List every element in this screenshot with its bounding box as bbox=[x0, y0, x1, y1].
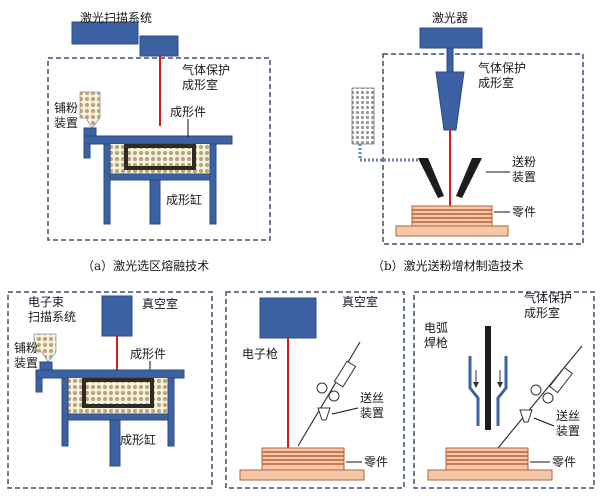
panel-a-part-top bbox=[124, 144, 196, 148]
panel-e-wire-nozzle bbox=[519, 409, 533, 423]
panel-b-substrate bbox=[395, 225, 509, 237]
panel-a-spreader-label: 铺粉装置 bbox=[54, 101, 78, 130]
panel-d-feeder-leader bbox=[331, 407, 359, 415]
panel-d-chamber-label: 真空室 bbox=[342, 294, 378, 309]
panel-a-scanner-head bbox=[139, 35, 179, 57]
panel-e-frame bbox=[413, 291, 595, 489]
panel-c-spreader-blade bbox=[39, 361, 53, 371]
panel-a-powder-hopper bbox=[79, 91, 101, 129]
panel-b-nozzle bbox=[435, 71, 465, 131]
panel-e-feed-roller bbox=[530, 384, 542, 396]
panel-c-piston bbox=[67, 413, 169, 421]
panel-e: 气体保护成形室 电弧焊枪 送丝装置 零件 bbox=[413, 290, 595, 489]
panel-d-feed-roller bbox=[328, 390, 340, 402]
panel-a-scanner-label: 激光扫描系统 bbox=[80, 11, 152, 25]
panel-b-part bbox=[411, 205, 493, 227]
panel-d-wire-nozzle bbox=[317, 407, 331, 421]
panel-c-cylinder-left-wall bbox=[61, 377, 69, 447]
panel-c-chamber-label: 真空室 bbox=[142, 296, 178, 311]
panel-b-laser-label: 激光器 bbox=[432, 11, 468, 25]
panel-c-part-left bbox=[82, 378, 86, 408]
panel-d-feeder-label: 送丝装置 bbox=[360, 390, 384, 420]
panel-e-feed-roller bbox=[542, 392, 554, 404]
panel-c-part-label: 成形件 bbox=[130, 347, 166, 361]
panel-b-caption: （b）激光送粉增材制造技术 bbox=[372, 258, 524, 273]
panel-a-frame bbox=[47, 57, 271, 241]
panel-c-platform-top bbox=[35, 369, 185, 379]
panel-e-part-label: 零件 bbox=[552, 455, 576, 469]
panel-c-electron-beam-source bbox=[101, 295, 133, 337]
panel-a-cylinder-left-wall bbox=[103, 143, 111, 225]
panel-b-frame bbox=[382, 53, 584, 245]
panel-a-part-bottom bbox=[124, 166, 196, 170]
panel-a-cylinder-right-wall bbox=[209, 143, 217, 225]
panel-e-feeder-leader bbox=[533, 417, 555, 427]
panel-e-gas-arrowhead-left bbox=[473, 382, 479, 388]
panel-a-cylinder-label: 成形缸 bbox=[166, 192, 202, 207]
panel-a-piston bbox=[109, 173, 211, 181]
panel-a-spreader-blade bbox=[83, 127, 97, 137]
panel-c-spreader-label: 铺粉装置 bbox=[14, 341, 38, 370]
panel-c-spreader-support bbox=[35, 377, 43, 393]
panel-a-part-left bbox=[124, 144, 128, 170]
panel-c-cylinder-label: 成形缸 bbox=[120, 432, 156, 447]
panel-d-substrate bbox=[239, 469, 365, 481]
panel-c-scanner-label: 电子束扫描系统 bbox=[28, 295, 76, 324]
panel-e-wire bbox=[497, 345, 583, 449]
panel-e-feeder-label: 送丝装置 bbox=[556, 408, 580, 438]
panel-a-platform-top bbox=[83, 135, 233, 145]
panel-e-gas-arrowhead-right bbox=[497, 382, 503, 388]
panel-e-wire-guide bbox=[548, 366, 574, 394]
panel-e-torch-label: 电弧焊枪 bbox=[424, 321, 448, 350]
panel-b-laser-source bbox=[419, 27, 483, 49]
panel-e-substrate bbox=[427, 469, 553, 481]
panel-c-part-right bbox=[150, 378, 154, 408]
panel-a-part-label: 成形件 bbox=[170, 105, 206, 119]
panel-d-wire-guide bbox=[333, 360, 357, 388]
panel-d-frame bbox=[225, 291, 405, 489]
panel-c-part-bottom bbox=[82, 404, 154, 408]
panel-e-torch-right-wall bbox=[496, 356, 508, 426]
panel-b-powder-hopper bbox=[351, 87, 375, 145]
panel-d: 真空室 电子枪 送丝装置 零件 bbox=[225, 291, 405, 489]
panel-a-scanner-left-block bbox=[71, 21, 139, 45]
panel-c-part-top bbox=[82, 378, 154, 382]
panel-d-gun-label: 电子枪 bbox=[242, 346, 278, 361]
panel-b-chamber-label: 气体保护成形室 bbox=[478, 60, 526, 90]
panel-b-part-label: 零件 bbox=[512, 205, 536, 219]
panel-a: 激光扫描系统 气体保护成形室 铺粉装置 成形件 成形缸 （a）激光选区熔融技术 bbox=[47, 11, 271, 273]
panel-d-electron-gun-body bbox=[259, 297, 317, 339]
panel-e-chamber-label: 气体保护成形室 bbox=[524, 290, 572, 320]
panel-b-powder-line bbox=[358, 144, 420, 162]
panel-c: 电子束扫描系统 真空室 铺粉装置 成形件 成形缸 bbox=[7, 291, 213, 489]
panel-a-spreader-support bbox=[83, 143, 91, 159]
panel-b-feeder-label: 送粉装置 bbox=[512, 154, 536, 184]
panel-d-feed-roller bbox=[316, 382, 328, 394]
panel-c-piston-rod bbox=[109, 419, 121, 467]
panel-d-part-label: 零件 bbox=[364, 455, 388, 469]
panel-b: 激光器 气体保护成形室 送粉装置 零件 （b）激光送粉增材制造技术 bbox=[351, 11, 584, 273]
panel-e-electrode bbox=[485, 326, 491, 430]
panel-b-left-feed-nozzle bbox=[418, 158, 444, 198]
panel-a-chamber-label: 气体保护成形室 bbox=[182, 62, 230, 92]
panel-a-caption: （a）激光选区熔融技术 bbox=[82, 258, 209, 273]
panel-c-cylinder-right-wall bbox=[167, 377, 175, 447]
panel-b-beam-tube bbox=[446, 47, 454, 73]
panel-a-piston-rod bbox=[149, 179, 161, 225]
panel-a-part-right bbox=[192, 144, 196, 170]
panel-b-right-feed-nozzle bbox=[456, 158, 482, 198]
panel-e-torch-left-wall bbox=[468, 356, 480, 426]
